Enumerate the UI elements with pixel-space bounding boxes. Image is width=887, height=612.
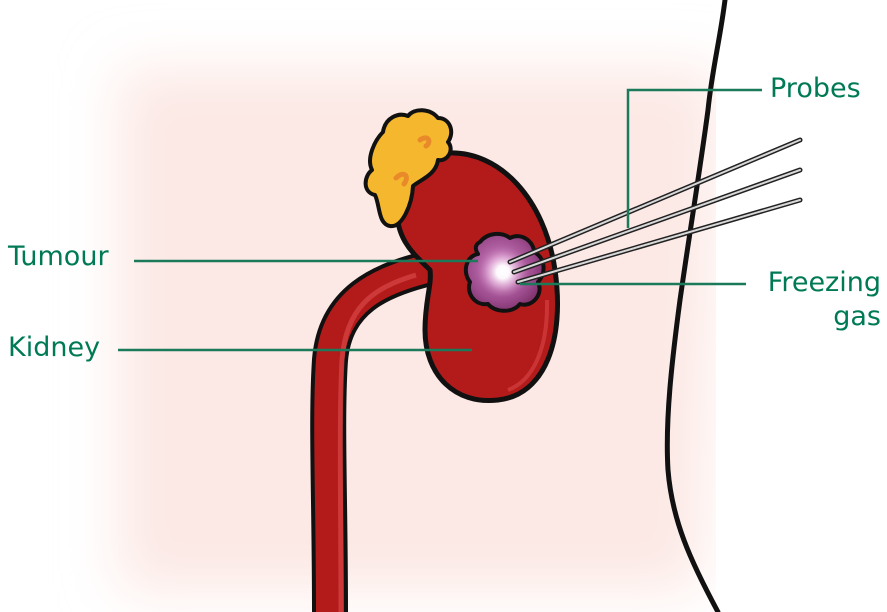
freezing-gas-label: Freezing gas: [768, 266, 881, 334]
freezing-gas-label-line2: gas: [768, 300, 881, 334]
kidney-label: Kidney: [8, 331, 100, 365]
probes-label: Probes: [770, 72, 861, 106]
tumour-label: Tumour: [8, 240, 109, 274]
freezing-gas-label-line1: Freezing: [768, 266, 881, 300]
